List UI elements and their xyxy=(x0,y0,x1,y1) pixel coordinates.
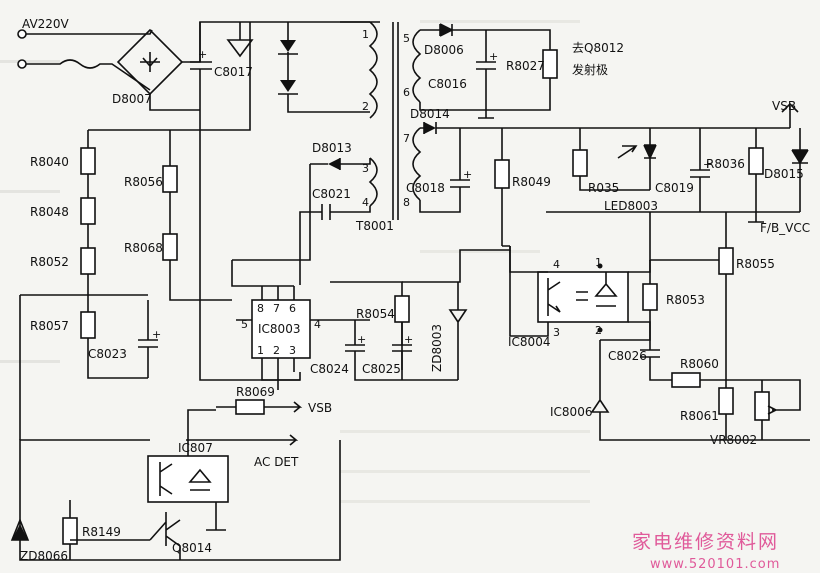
t8001-transformer: 1 2 3 4 5 6 7 8 xyxy=(340,21,422,220)
svg-text:8: 8 xyxy=(257,302,264,315)
r8056-label: R8056 xyxy=(124,175,163,189)
c8017-label: C8017 xyxy=(214,65,253,79)
vsb-bottom-label: VSB xyxy=(308,401,332,415)
svg-text:+: + xyxy=(357,333,366,346)
svg-text:5: 5 xyxy=(403,32,410,45)
watermark-url: www.520101.com xyxy=(650,557,780,572)
svg-text:4: 4 xyxy=(362,196,369,209)
led8003-label: LED8003 xyxy=(604,199,658,213)
r8068-label: R8068 xyxy=(124,241,163,255)
c8017-capacitor: + xyxy=(190,22,212,110)
svg-text:6: 6 xyxy=(289,302,296,315)
fb-vcc-label: F/B_VCC xyxy=(760,221,810,235)
r8060-label: R8060 xyxy=(680,357,719,371)
ic8004-label: IC8004 xyxy=(508,335,550,349)
svg-text:+: + xyxy=(463,168,472,181)
ic8006-label: IC8006 xyxy=(550,405,592,419)
zd8066-label: ZD8066 xyxy=(20,549,68,563)
d8014-label: D8014 xyxy=(410,107,450,121)
zd8003-label: ZD8003 xyxy=(430,324,444,372)
svg-text:5: 5 xyxy=(241,318,248,331)
r8054-label: R8054 xyxy=(356,307,395,321)
svg-text:4: 4 xyxy=(553,258,560,271)
r8052-label: R8052 xyxy=(30,255,69,269)
snubber-diodes xyxy=(226,22,340,113)
r8056-r8068-chain xyxy=(162,130,232,301)
svg-text:3: 3 xyxy=(289,344,296,357)
svg-text:1: 1 xyxy=(362,28,369,41)
q8014-label: Q8014 xyxy=(172,541,212,555)
ic807-label: IC807 xyxy=(178,441,213,455)
startup-wire xyxy=(88,22,251,131)
watermark-cn: 家电维修资料网 xyxy=(632,531,779,553)
ac-input-label: AV220V xyxy=(22,17,70,31)
svg-text:+: + xyxy=(152,328,161,341)
secondary-output-1: + xyxy=(419,23,558,119)
r035-label: R035 xyxy=(588,181,619,195)
c8023-label: C8023 xyxy=(88,347,127,361)
ic8004-optocoupler: 4 1 3 2 xyxy=(502,245,651,340)
c8026-label: C8026 xyxy=(608,349,647,363)
svg-text:2: 2 xyxy=(595,324,602,337)
ac-detect-circuit xyxy=(10,399,341,561)
r8048-label: R8048 xyxy=(30,205,69,219)
r8055-label: R8055 xyxy=(736,257,775,271)
r8061-label: R8061 xyxy=(680,409,719,423)
svg-text:+: + xyxy=(198,48,207,61)
svg-text:+: + xyxy=(703,158,712,171)
r8049-label: R8049 xyxy=(512,175,551,189)
d8007-label: D8007 xyxy=(112,92,152,106)
r8057-label: R8057 xyxy=(30,319,69,333)
c8021-label: C8021 xyxy=(312,187,351,201)
c8023-capacitor: + xyxy=(19,294,161,440)
emitter-note: 发射极 xyxy=(572,62,608,77)
svg-text:3: 3 xyxy=(362,162,369,175)
svg-text:2: 2 xyxy=(362,100,369,113)
svg-text:7: 7 xyxy=(403,132,410,145)
ic8003-support-parts: + + xyxy=(330,246,511,381)
ic8003-label: IC8003 xyxy=(258,322,300,336)
svg-text:1: 1 xyxy=(595,256,602,269)
c8018-label: C8018 xyxy=(406,181,445,195)
svg-text:1: 1 xyxy=(257,344,264,357)
svg-text:4: 4 xyxy=(314,318,321,331)
vr8002-label: VR8002 xyxy=(710,433,757,447)
ac-det-label: AC DET xyxy=(254,455,299,469)
q8012-note: 去Q8012 xyxy=(572,41,624,55)
t8001-label: T8001 xyxy=(355,219,394,233)
aux-winding-circuit xyxy=(232,158,371,285)
svg-text:2: 2 xyxy=(273,344,280,357)
left-resistor-chain xyxy=(80,130,148,379)
svg-text:8: 8 xyxy=(403,196,410,209)
c8016-label: C8016 xyxy=(428,77,467,91)
r8027-label: R8027 xyxy=(506,59,545,73)
d8015-label: D8015 xyxy=(764,167,804,181)
vsb-top-label: VSB xyxy=(772,99,796,113)
secondary-output-2: + + xyxy=(419,102,809,246)
ic8003-chip: 8 7 6 5 4 1 2 3 xyxy=(231,260,330,390)
r8069-label: R8069 xyxy=(236,385,275,399)
svg-text:7: 7 xyxy=(273,302,280,315)
r8053-label: R8053 xyxy=(666,293,705,307)
r8149-label: R8149 xyxy=(82,525,121,539)
svg-text:+: + xyxy=(489,50,498,63)
d8013-label: D8013 xyxy=(312,141,352,155)
d8006-label: D8006 xyxy=(424,43,464,57)
c8025-label: C8025 xyxy=(362,362,401,376)
r8040-label: R8040 xyxy=(30,155,69,169)
svg-text:6: 6 xyxy=(403,86,410,99)
ac-terminal-2 xyxy=(17,59,27,69)
fuse-symbol xyxy=(26,59,151,91)
svg-text:+: + xyxy=(404,333,413,346)
c8024-label: C8024 xyxy=(310,362,349,376)
feedback-network xyxy=(590,212,810,441)
c8019-label: C8019 xyxy=(655,181,694,195)
r8036-label: R8036 xyxy=(706,157,745,171)
ac-terminal-1 xyxy=(17,29,27,39)
svg-text:3: 3 xyxy=(553,326,560,339)
